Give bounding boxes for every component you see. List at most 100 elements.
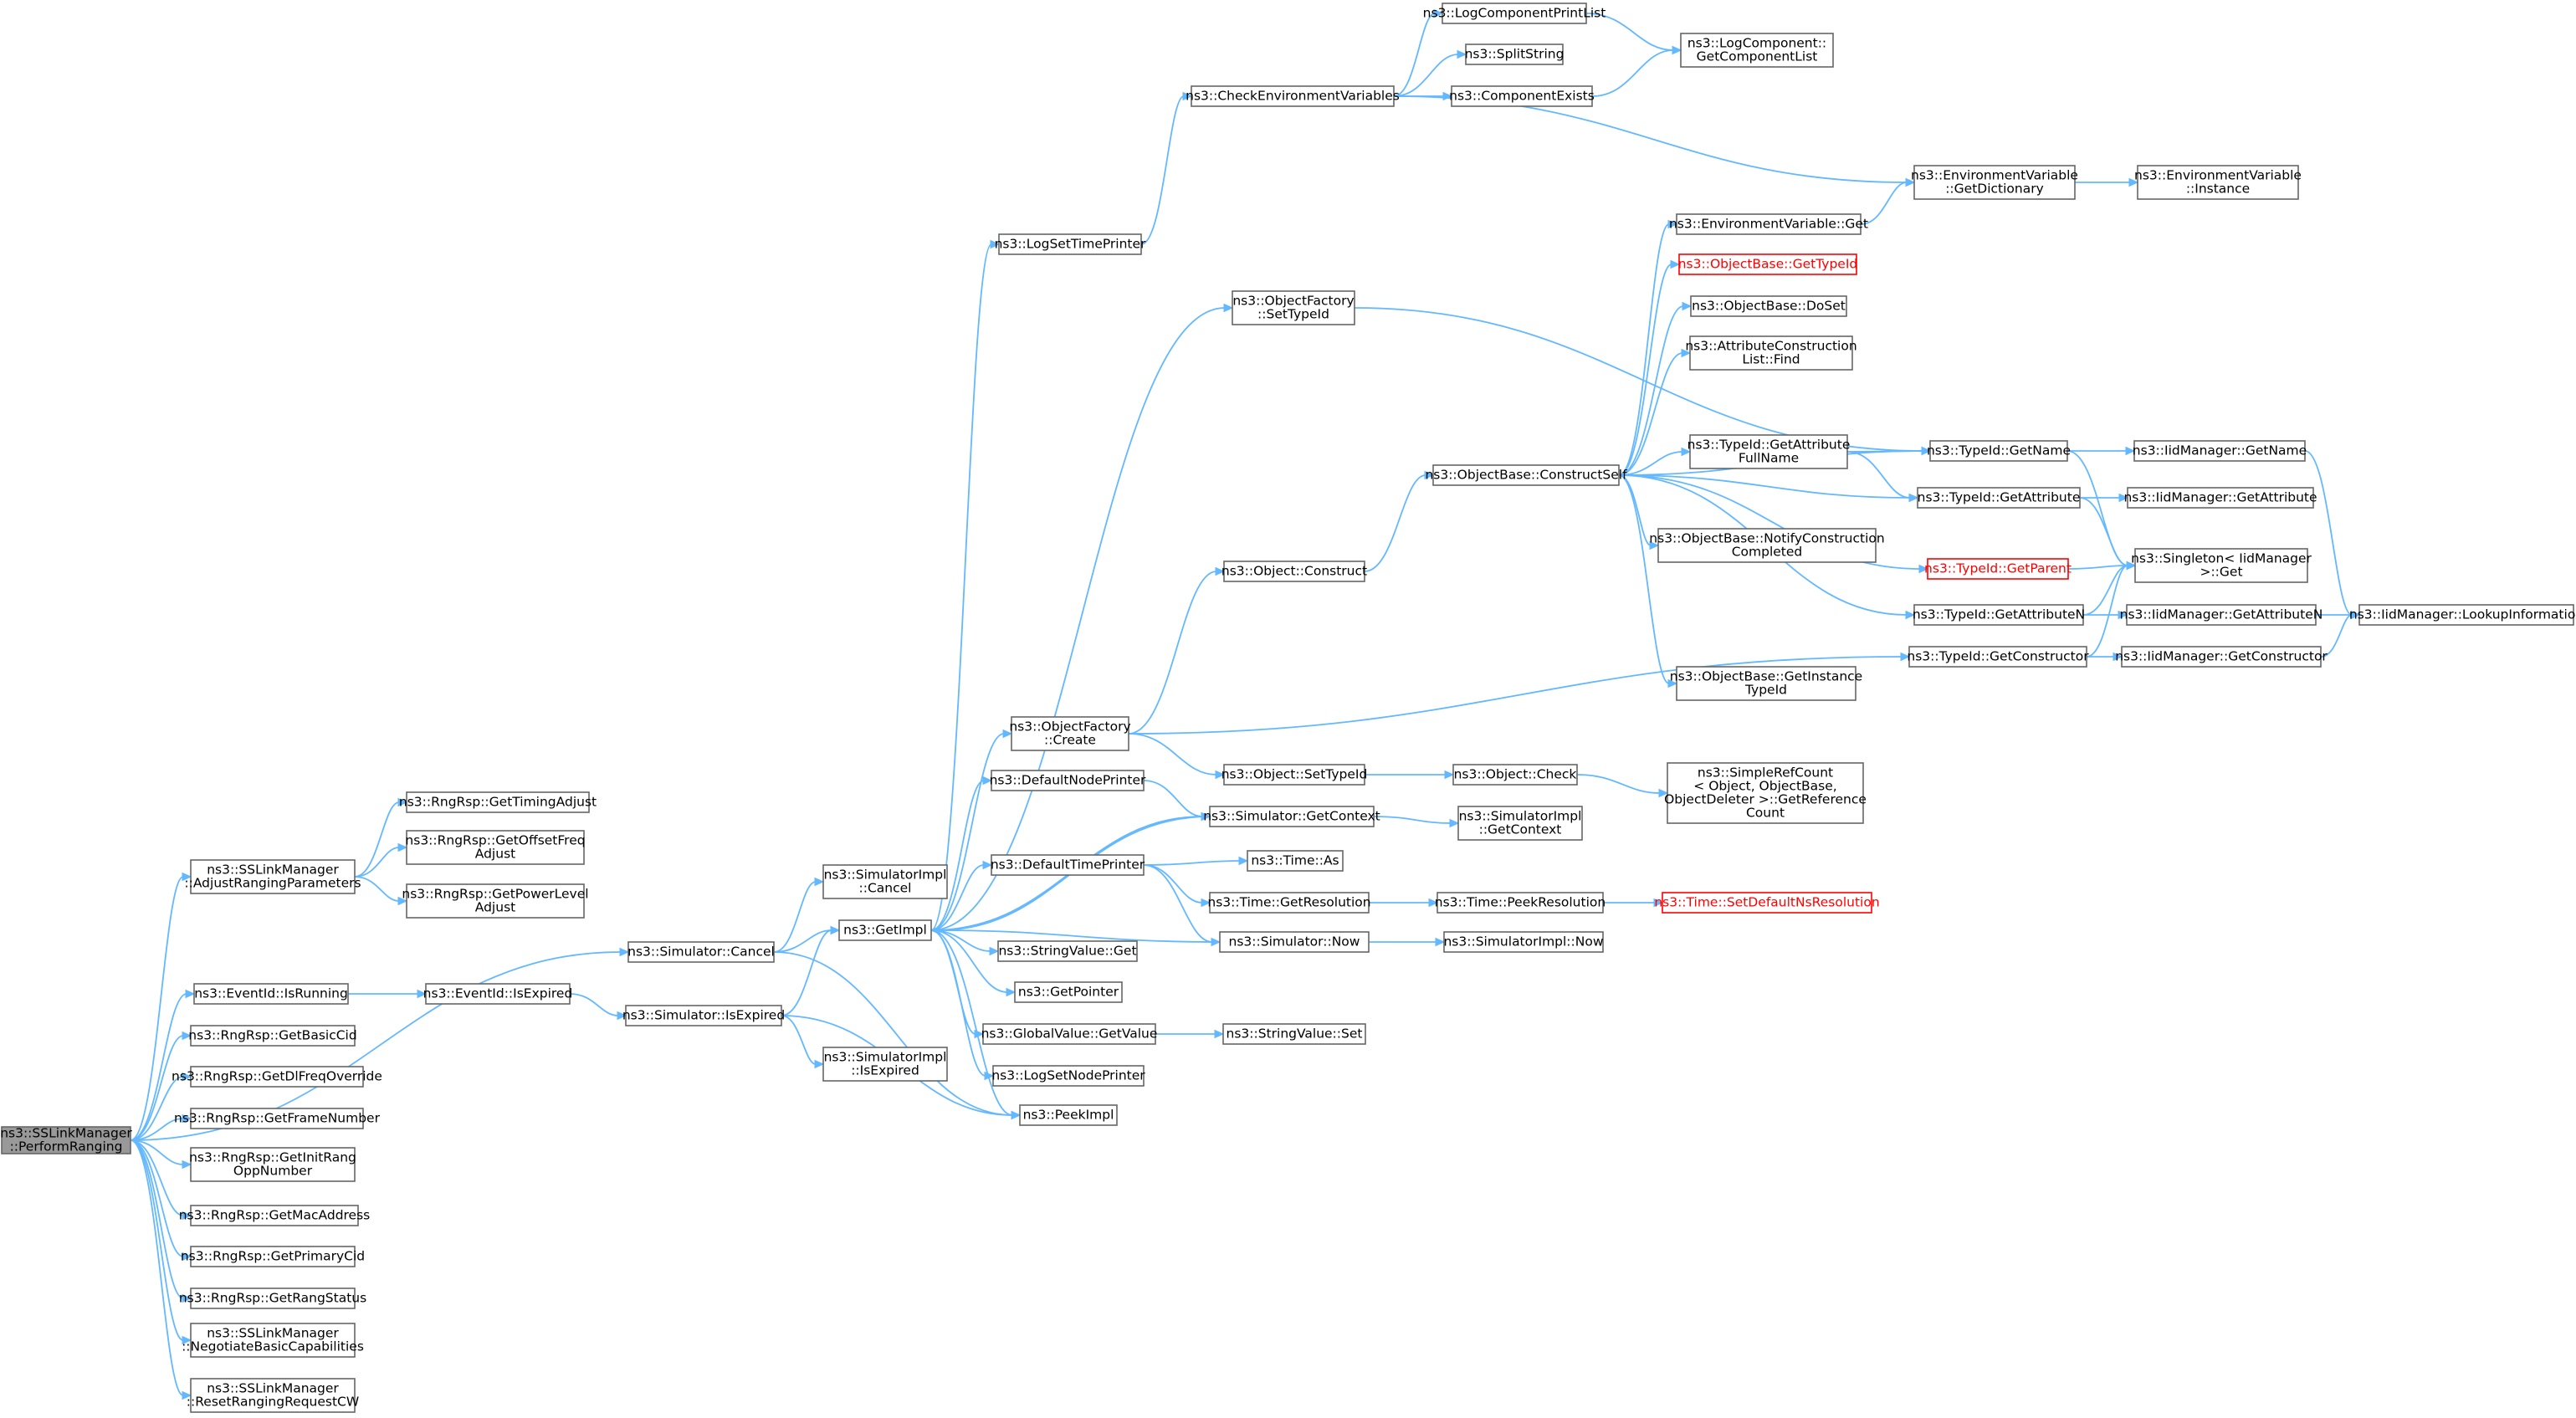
node-stringValueGet[interactable]: ns3::StringValue::Get [997, 940, 1138, 962]
node-eventIsExpired[interactable]: ns3::EventId::IsExpired [423, 983, 573, 1005]
node-box[interactable] [838, 919, 932, 941]
node-rangStatus[interactable]: ns3::RngRsp::GetRangStatus [179, 1287, 366, 1309]
node-box[interactable] [2126, 604, 2317, 626]
node-timeAs[interactable]: ns3::Time::As [1247, 850, 1344, 872]
node-simGetContext[interactable]: ns3::Simulator::GetContext [1203, 806, 1380, 827]
node-objectSetTypeId[interactable]: ns3::Object::SetTypeId [1221, 764, 1368, 786]
node-box[interactable] [1442, 3, 1587, 24]
node-box[interactable] [190, 1287, 356, 1309]
node-box[interactable] [1014, 981, 1123, 1003]
node-box[interactable] [1689, 335, 1853, 371]
node-box[interactable] [822, 864, 948, 899]
node-simIsExpired[interactable]: ns3::Simulator::IsExpired [622, 1005, 785, 1026]
node-getCompList[interactable]: ns3::LogComponent::GetComponentList [1680, 33, 1834, 68]
node-frameNum[interactable]: ns3::RngRsp::GetFrameNumber [174, 1108, 381, 1129]
node-box[interactable] [1680, 33, 1834, 68]
node-box[interactable] [1452, 764, 1578, 786]
node-box[interactable] [1232, 290, 1355, 325]
node-simImplGetContext[interactable]: ns3::SimulatorImpl::GetContext [1457, 806, 1583, 841]
node-defaultNodePrinter[interactable]: ns3::DefaultNodePrinter [990, 770, 1146, 791]
node-box[interactable] [190, 1066, 364, 1088]
node-simImplCancel[interactable]: ns3::SimulatorImpl::Cancel [822, 864, 948, 899]
node-typeIdGetName[interactable]: ns3::TypeId::GetName [1927, 440, 2071, 462]
node-box[interactable] [1437, 892, 1604, 914]
node-box[interactable] [627, 941, 775, 963]
node-objBaseDoSet[interactable]: ns3::ObjectBase::DoSet [1690, 295, 1847, 317]
node-box[interactable] [190, 1246, 356, 1267]
node-logSetTimePrinter[interactable]: ns3::LogSetTimePrinter [995, 233, 1146, 255]
node-globalValueGetValue[interactable]: ns3::GlobalValue::GetValue [981, 1023, 1158, 1045]
node-box[interactable] [1011, 716, 1129, 751]
node-timeGetResolution[interactable]: ns3::Time::GetResolution [1207, 892, 1371, 914]
node-box[interactable] [1223, 764, 1365, 786]
node-typeIdGetConstructor[interactable]: ns3::TypeId::GetConstructor [1907, 646, 2089, 668]
node-box[interactable] [1913, 604, 2084, 626]
node-box[interactable] [1, 1126, 131, 1154]
node-objFactoryCreate[interactable]: ns3::ObjectFactory::Create [1009, 716, 1131, 751]
node-stringValueSet[interactable]: ns3::StringValue::Set [1222, 1023, 1366, 1045]
node-box[interactable] [406, 791, 590, 813]
node-timePeekResolution[interactable]: ns3::Time::PeekResolution [1435, 892, 1606, 914]
node-getImpl[interactable]: ns3::GetImpl [838, 919, 932, 941]
node-box[interactable] [2137, 165, 2299, 200]
node-timingAdj[interactable]: ns3::RngRsp::GetTimingAdjust [399, 791, 597, 813]
node-box[interactable] [1222, 1023, 1366, 1045]
node-box[interactable] [2358, 604, 2574, 626]
node-box[interactable] [1209, 892, 1370, 914]
node-box[interactable] [1927, 558, 2069, 580]
node-singletonGet[interactable]: ns3::Singleton< IidManager >::Get [2131, 548, 2312, 583]
node-timeSetDefaultNs[interactable]: ns3::Time::SetDefaultNsResolution [1654, 892, 1880, 914]
node-box[interactable] [190, 1378, 356, 1413]
node-box[interactable] [1457, 806, 1583, 841]
node-simImplNow[interactable]: ns3::SimulatorImpl::Now [1443, 931, 1604, 953]
node-envGet[interactable]: ns3::EnvironmentVariable::Get [1669, 213, 1868, 235]
node-iidGetConstructor[interactable]: ns3::IidManager::GetConstructor [2115, 646, 2328, 668]
node-objFactorySetTypeId[interactable]: ns3::ObjectFactory::SetTypeId [1232, 290, 1355, 325]
node-eventIsRunning[interactable]: ns3::EventId::IsRunning [193, 983, 349, 1005]
node-notifyConstr[interactable]: ns3::ObjectBase::NotifyConstructionCompl… [1649, 528, 1885, 563]
node-box[interactable] [1676, 213, 1862, 235]
node-box[interactable] [2134, 548, 2308, 583]
node-compExists[interactable]: ns3::ComponentExists [1449, 85, 1595, 107]
node-box[interactable] [1667, 762, 1864, 824]
node-box[interactable] [1908, 646, 2087, 668]
node-box[interactable] [190, 1205, 359, 1226]
node-box[interactable] [982, 1023, 1156, 1045]
node-box[interactable] [1689, 434, 1848, 469]
node-box[interactable] [1219, 931, 1370, 953]
node-box[interactable] [992, 1065, 1145, 1087]
node-box[interactable] [1432, 464, 1620, 486]
node-simImplIsExpired[interactable]: ns3::SimulatorImpl::IsExpired [822, 1047, 948, 1082]
node-envGetDict[interactable]: ns3::EnvironmentVariable::GetDictionary [1911, 165, 2078, 200]
node-box[interactable] [425, 983, 571, 1005]
node-getPointer[interactable]: ns3::GetPointer [1014, 981, 1123, 1003]
node-splitString[interactable]: ns3::SplitString [1465, 44, 1565, 65]
node-simNow[interactable]: ns3::Simulator::Now [1219, 931, 1370, 953]
node-box[interactable] [190, 859, 356, 894]
node-box[interactable] [1917, 487, 2081, 509]
node-box[interactable] [406, 830, 585, 865]
node-box[interactable] [193, 983, 349, 1005]
node-box[interactable] [1913, 165, 2076, 200]
node-box[interactable] [1676, 666, 1856, 701]
node-objBaseConstructSelf[interactable]: ns3::ObjectBase::ConstructSelf [1425, 464, 1627, 486]
node-iidGetName[interactable]: ns3::IidManager::GetName [2133, 440, 2307, 462]
node-box[interactable] [998, 233, 1142, 255]
node-box[interactable] [1247, 850, 1344, 872]
node-macAddr[interactable]: ns3::RngRsp::GetMacAddress [179, 1205, 371, 1226]
node-primaryCid[interactable]: ns3::RngRsp::GetPrimaryCid [181, 1246, 365, 1267]
node-objBaseGetTypeId[interactable]: ns3::ObjectBase::GetTypeId [1678, 253, 1858, 275]
node-box[interactable] [1451, 85, 1593, 107]
node-box[interactable] [625, 1005, 782, 1026]
node-logCompPrintList[interactable]: ns3::LogComponentPrintList [1423, 3, 1606, 24]
node-box[interactable] [2121, 646, 2322, 668]
node-root[interactable]: ns3::SSLinkManager::PerformRanging [0, 1126, 132, 1154]
node-box[interactable] [1209, 806, 1375, 827]
node-objectCheck[interactable]: ns3::Object::Check [1452, 764, 1578, 786]
node-logSetNodePrinter[interactable]: ns3::LogSetNodePrinter [991, 1065, 1145, 1087]
node-adjust[interactable]: ns3::SSLinkManager::AdjustRangingParamet… [184, 859, 361, 894]
